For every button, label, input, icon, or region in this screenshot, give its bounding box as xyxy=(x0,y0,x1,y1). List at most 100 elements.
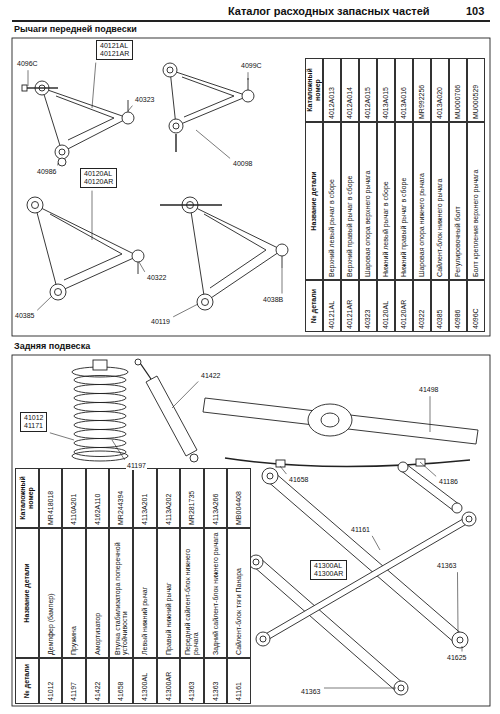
callout-number: 40986 xyxy=(36,168,57,176)
upper-arm xyxy=(22,81,134,159)
axle-beam xyxy=(203,398,478,444)
lower-arm xyxy=(160,197,288,310)
callout-number: 41363 xyxy=(300,688,321,696)
panhard-rod xyxy=(256,512,476,646)
table-cell: 40120AR xyxy=(395,280,413,332)
callout-number: 41161 xyxy=(350,526,371,534)
leader-line xyxy=(139,262,145,272)
callout-number: 40323 xyxy=(134,96,155,104)
table-cell: 41161 xyxy=(227,658,251,704)
table-cell: MR418018 xyxy=(39,468,63,528)
callout-number: 4096C xyxy=(16,60,39,68)
table-cell: Сайлент-блок нижнего рычага xyxy=(431,122,449,280)
leader-line xyxy=(37,296,52,310)
callout-number: 40121AL xyxy=(100,42,129,50)
stabilizer-bushing xyxy=(276,460,285,467)
table-cell: Регулировочный болт xyxy=(449,122,467,280)
shock-absorber xyxy=(135,359,198,462)
leader-line xyxy=(248,72,249,80)
table-cell: 4012A013 xyxy=(323,58,341,122)
table-cell: 41363 xyxy=(180,658,204,704)
spring-coil xyxy=(74,394,126,403)
table-cell: MB004408 xyxy=(227,468,251,528)
leader-line xyxy=(457,572,459,632)
table-cell: 4113A202 xyxy=(157,468,181,528)
coil-spring xyxy=(72,360,128,461)
table-cell: 4113A201 xyxy=(133,468,157,528)
leader-line xyxy=(372,536,380,550)
callout-number: 41625 xyxy=(446,654,467,662)
table-cell: 40121AR xyxy=(341,280,359,332)
table-cell: 4013A015 xyxy=(377,58,395,122)
table-cell: 4012A015 xyxy=(359,58,377,122)
table-cell: MU000706 xyxy=(449,58,467,122)
leader-line xyxy=(280,466,286,474)
callout-number: 40119 xyxy=(150,318,171,326)
table-cell: Правый нижний рычаг xyxy=(157,528,181,658)
section-frame xyxy=(12,38,490,336)
table-cell: Левый нижний рычаг xyxy=(133,528,157,658)
leader-line xyxy=(196,130,230,158)
callout-number: 4099C xyxy=(240,62,263,70)
callout-box: 40120AL40120AR xyxy=(80,168,117,188)
table-cell: Пружина xyxy=(62,528,86,658)
table-cell: 4013A016 xyxy=(395,58,413,122)
leader-line xyxy=(420,462,436,476)
table-cell: 40986 xyxy=(449,280,467,332)
header-rule xyxy=(12,20,490,22)
table-cell: Передний сайлент-блок нижнего рычага xyxy=(180,528,204,658)
table-header: № детали xyxy=(15,658,39,704)
leader-line xyxy=(128,106,132,111)
table-cell: 41300AR xyxy=(157,658,181,704)
table-cell: MR281735 xyxy=(180,468,204,528)
callout-number: 40385 xyxy=(14,312,35,320)
callout-number: 41171 xyxy=(24,422,43,430)
table-cell: 4110A201 xyxy=(62,468,86,528)
spring-coil xyxy=(74,439,126,448)
table-cell: 41422 xyxy=(86,658,110,704)
table-header: Название детали xyxy=(305,122,323,280)
upper-arm xyxy=(163,63,254,152)
table-cell: 4096C xyxy=(467,280,485,332)
callout-number: 41658 xyxy=(288,476,309,484)
leader-line xyxy=(430,396,431,432)
lower-arm xyxy=(249,555,408,695)
callout-box: 41300AL41300AR xyxy=(310,560,347,580)
callout-number: 40121AR xyxy=(100,50,129,58)
callout-number: 41300AR xyxy=(314,570,343,578)
table-header: Название детали xyxy=(15,528,39,658)
section-frame xyxy=(12,355,490,706)
table-cell: Сайлент-блок тяги Панара xyxy=(227,528,251,658)
table-cell: Нижний правый рычаг в сборе xyxy=(395,122,413,280)
table-cell: 40121AL xyxy=(323,280,341,332)
page-number: 103 xyxy=(466,5,484,17)
callout-number: 40098 xyxy=(232,160,253,168)
callout-number: 41422 xyxy=(200,372,221,380)
spring-coil xyxy=(74,412,126,421)
leader-line xyxy=(92,191,93,240)
table-header: Каталожный номер xyxy=(15,468,39,528)
table-cell: 41197 xyxy=(62,658,86,704)
parts-table: № деталиНазвание деталиКаталожный номер 4… xyxy=(15,468,251,704)
callout-box: 4101241171 xyxy=(20,412,47,432)
callout-number: 41012 xyxy=(24,414,43,422)
spring-coil xyxy=(74,430,126,439)
table-cell: Шаровая опора верхнего рычага xyxy=(359,122,377,280)
table-cell: Амортизатор xyxy=(86,528,110,658)
table-cell: 41658 xyxy=(109,658,133,704)
section-heading: Задняя подвеска xyxy=(14,342,90,352)
callout-number: 40120AR xyxy=(84,178,113,186)
table-cell: 4013A020 xyxy=(431,58,449,122)
parts-table: № деталиНазвание деталиКаталожный номер4… xyxy=(305,58,485,332)
leader-line xyxy=(50,433,74,440)
table-cell: MR244394 xyxy=(109,468,133,528)
table-cell: 40323 xyxy=(359,280,377,332)
table-cell: Болт крепления верхнего рычага xyxy=(467,122,485,280)
table-cell: MU000529 xyxy=(467,58,485,122)
leader-line xyxy=(324,688,396,689)
table-cell: Шаровая опора нижнего рычага xyxy=(413,122,431,280)
table-header: № детали xyxy=(305,280,323,332)
upper-arm xyxy=(398,462,462,513)
adjust-bolt xyxy=(58,158,66,166)
callout-box: 40121AL40121AR xyxy=(96,40,133,60)
